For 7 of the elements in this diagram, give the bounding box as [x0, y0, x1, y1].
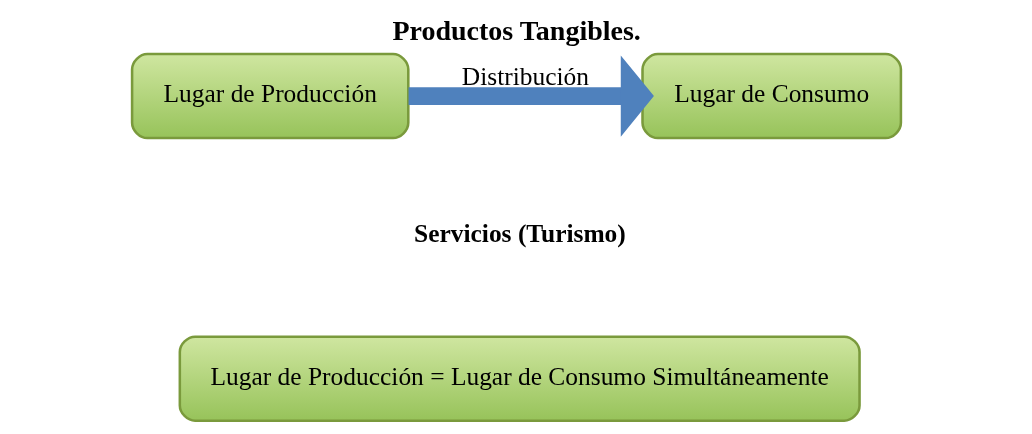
- arrow: [408, 55, 654, 137]
- edge-label: Distribución: [461, 61, 589, 91]
- diagram-title: Productos Tangibles.: [391, 14, 641, 46]
- node-box: Lugar de Producción = Lugar de Consumo Simultáneamente: [178, 335, 861, 422]
- label: Servicios (Turismo): [413, 219, 626, 249]
- node-box: Lugar de Consumo: [640, 52, 902, 140]
- node-box: Lugar de Producción: [130, 52, 410, 140]
